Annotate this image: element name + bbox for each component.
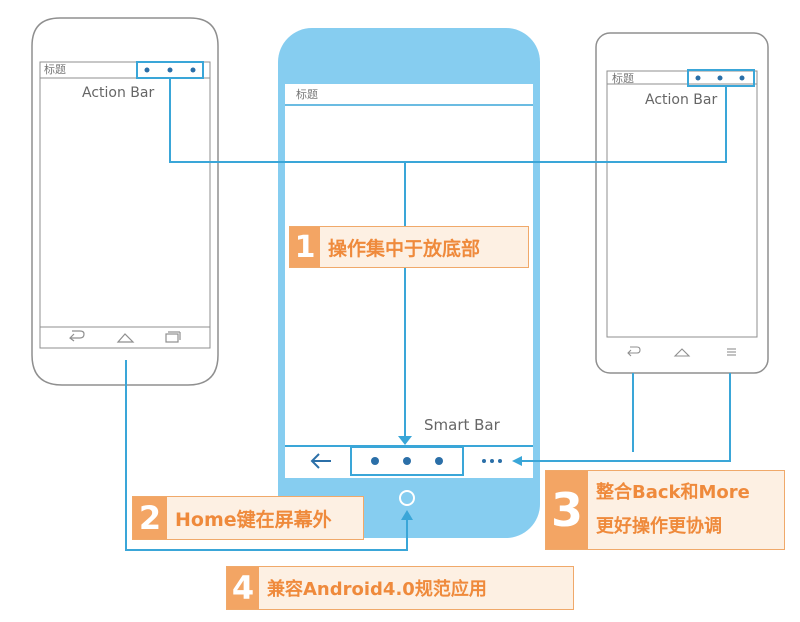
left-phone [31, 17, 219, 386]
callout-1-text: 操作集中于放底部 [328, 237, 481, 260]
menu-lines-icon [727, 348, 736, 356]
back-arrow-icon [310, 453, 331, 469]
callout-2-text: Home键在屏幕外 [175, 508, 332, 531]
callout-4-number: 4 [227, 567, 259, 609]
back-arrow-icon [69, 330, 85, 342]
home-button-circle [399, 490, 415, 506]
right-action-bar-label: Action Bar [645, 92, 718, 108]
callout-4-text: 兼容Android4.0规范应用 [267, 579, 487, 600]
callout-3-number: 3 [546, 471, 588, 549]
callout-2-number: 2 [133, 497, 167, 539]
home-icon [673, 348, 691, 357]
callout-1-number: 1 [290, 227, 320, 267]
left-action-bar-label: Action Bar [82, 85, 155, 101]
right-overflow-box [687, 69, 755, 87]
back-arrow-icon [627, 346, 641, 357]
callout-3-line-1: 整合Back和More [596, 481, 750, 503]
connectors [125, 78, 731, 551]
callout-2: 2 Home键在屏幕外 [132, 496, 364, 540]
right-phone-title: 标题 [612, 72, 634, 85]
smart-bar-label: Smart Bar [424, 416, 500, 434]
more-dots-icon [482, 459, 502, 463]
callout-3: 3 整合Back和More 更好操作更协调 [545, 470, 785, 550]
home-icon [116, 333, 135, 343]
callout-1: 1 操作集中于放底部 [289, 226, 529, 268]
callout-3-line-2: 更好操作更协调 [596, 516, 722, 537]
left-phone-title: 标题 [44, 63, 66, 76]
smart-bar-center-box [350, 446, 464, 476]
center-phone [278, 28, 540, 538]
callout-4: 4 兼容Android4.0规范应用 [226, 566, 574, 610]
center-phone-title: 标题 [296, 88, 318, 101]
recents-icon [165, 331, 181, 343]
